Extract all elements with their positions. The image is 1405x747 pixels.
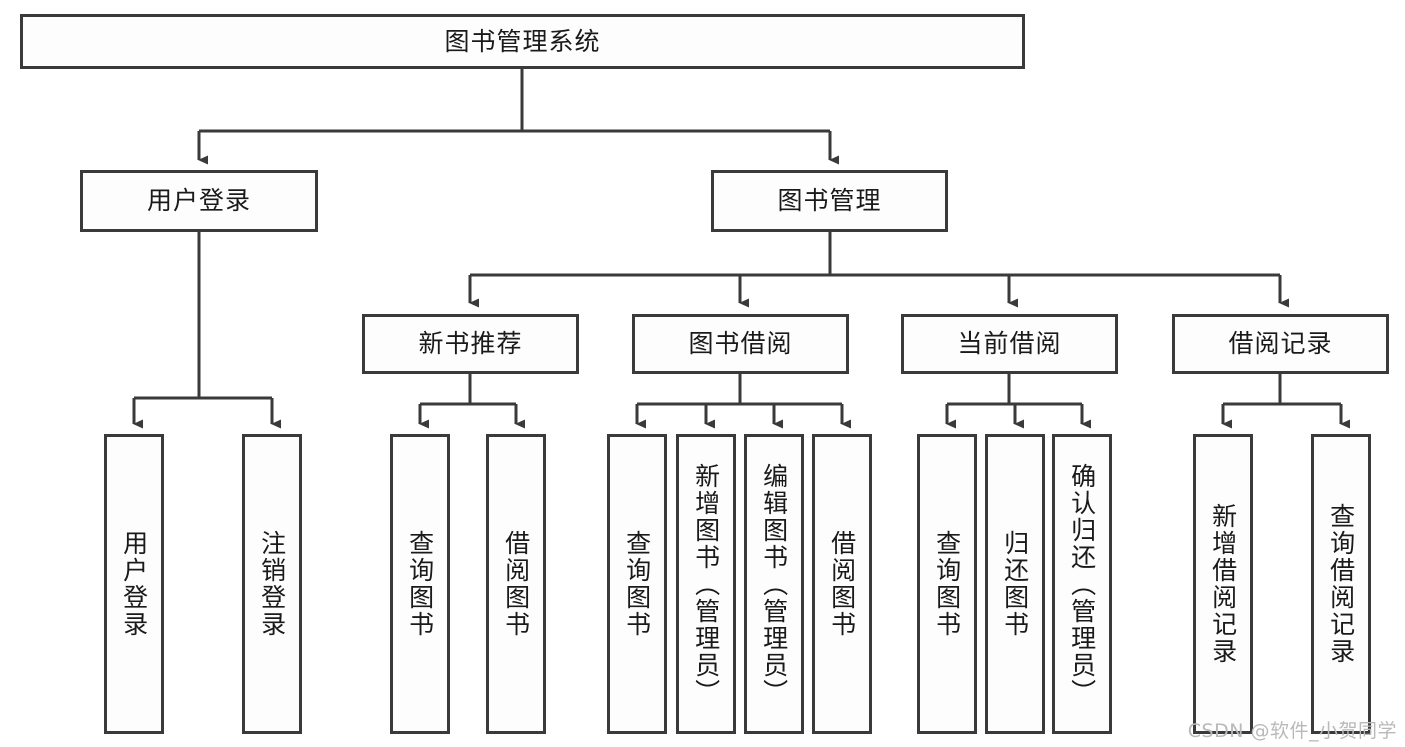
node-label: 确认归还（管理员） xyxy=(1067,462,1097,706)
node-label: 借阅图书 xyxy=(827,530,857,638)
node-label: 编辑图书（管理员） xyxy=(759,462,789,706)
node-label: 查询借阅记录 xyxy=(1326,503,1356,665)
node-label: 图书管理 xyxy=(777,186,882,216)
node-label: 用户登录 xyxy=(119,530,149,638)
node-current-borrow[interactable]: 当前借阅 xyxy=(901,314,1118,374)
node-label: 新增借阅记录 xyxy=(1208,503,1238,665)
leaf-query-borrow-record[interactable]: 查询借阅记录 xyxy=(1311,434,1371,734)
leaf-borrow-book[interactable]: 借阅图书 xyxy=(812,434,872,734)
node-user-login[interactable]: 用户登录 xyxy=(80,170,318,232)
node-borrow-records[interactable]: 借阅记录 xyxy=(1172,314,1389,374)
leaf-borrow-books-recommend[interactable]: 借阅图书 xyxy=(486,434,546,734)
leaf-edit-book-admin[interactable]: 编辑图书（管理员） xyxy=(744,434,804,734)
node-label: 当前借阅 xyxy=(957,329,1062,359)
leaf-user-login[interactable]: 用户登录 xyxy=(104,434,164,734)
node-label: 图书管理系统 xyxy=(444,26,601,56)
leaf-confirm-return-admin[interactable]: 确认归还（管理员） xyxy=(1052,434,1112,734)
leaf-query-books-current[interactable]: 查询图书 xyxy=(917,434,977,734)
node-label: 新增图书（管理员） xyxy=(691,462,721,706)
leaf-user-logout[interactable]: 注销登录 xyxy=(242,434,302,734)
node-book-management[interactable]: 图书管理 xyxy=(711,170,948,232)
node-label: 注销登录 xyxy=(257,530,287,638)
leaf-return-book[interactable]: 归还图书 xyxy=(985,434,1045,734)
node-label: 查询图书 xyxy=(405,530,435,638)
node-root-system[interactable]: 图书管理系统 xyxy=(20,14,1025,69)
node-label: 归还图书 xyxy=(1000,530,1030,638)
node-label: 借阅图书 xyxy=(501,530,531,638)
leaf-add-book-admin[interactable]: 新增图书（管理员） xyxy=(676,434,736,734)
node-new-book-recommend[interactable]: 新书推荐 xyxy=(362,314,579,374)
node-book-borrow[interactable]: 图书借阅 xyxy=(632,314,849,374)
node-label: 借阅记录 xyxy=(1228,329,1333,359)
leaf-query-books-borrow[interactable]: 查询图书 xyxy=(607,434,667,734)
leaf-add-borrow-record[interactable]: 新增借阅记录 xyxy=(1193,434,1253,734)
node-label: 图书借阅 xyxy=(688,329,793,359)
node-label: 新书推荐 xyxy=(418,329,523,359)
node-label: 用户登录 xyxy=(146,186,251,216)
node-label: 查询图书 xyxy=(622,530,652,638)
node-label: 查询图书 xyxy=(932,530,962,638)
leaf-query-books-recommend[interactable]: 查询图书 xyxy=(390,434,450,734)
csdn-watermark: CSDN @软件_小贺同学 xyxy=(1187,720,1397,742)
